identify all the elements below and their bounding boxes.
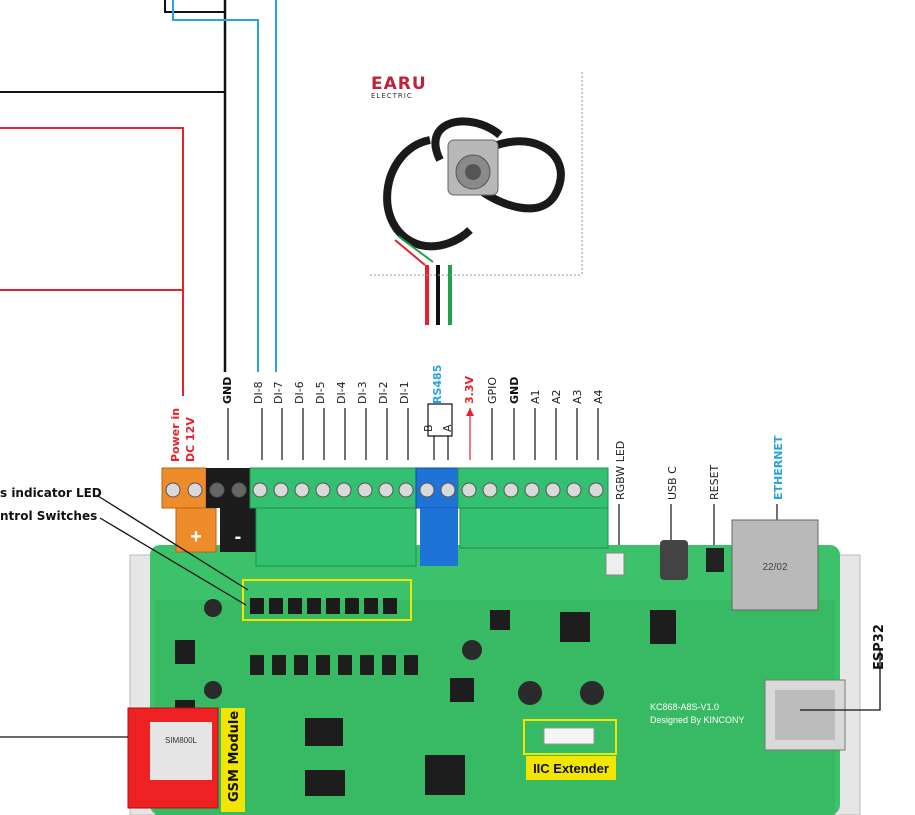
label-di-4: DI-4 (335, 381, 348, 404)
label-ethernet: ETHERNET (772, 435, 785, 500)
label-a2: A2 (550, 389, 563, 404)
switch-leader (99, 517, 247, 606)
label-di-8: DI-8 (252, 381, 265, 404)
label-gpio: GPIO (486, 377, 499, 404)
brand-logo: EARU ELECTRIC (371, 74, 441, 100)
callout-switches: ntrol Switches (0, 509, 98, 523)
switch-highlight (242, 579, 412, 621)
power-label-line1: Power in (169, 408, 182, 462)
wires (0, 0, 452, 396)
board-designer: Designed By KINCONY (650, 715, 745, 725)
label-a3: A3 (571, 389, 584, 404)
label-a4: A4 (592, 389, 605, 404)
power-plus: + (190, 526, 202, 548)
label-leaders (227, 403, 778, 552)
brand-sub: ELECTRIC (371, 92, 413, 100)
iic-label: IIC Extender (533, 761, 609, 776)
iic-label-box (526, 756, 616, 780)
iic-highlight (523, 719, 617, 755)
board-model: KC868-A8S-V1.0 (650, 702, 719, 712)
terminal-screws (165, 482, 604, 498)
label-di-3: DI-3 (356, 381, 369, 404)
indicator-leader (97, 495, 249, 591)
label-di-2: DI-2 (377, 381, 390, 404)
callout-indicator: s indicator LED (0, 486, 102, 500)
capacitors (204, 599, 604, 705)
label-rgbw: RGBW LED (614, 441, 627, 500)
gsm-label: GSM Module (227, 711, 242, 802)
ethernet-code: 22/02 (762, 562, 787, 573)
label-a1: A1 (529, 389, 542, 404)
power-minus: - (235, 526, 242, 548)
label-di-1: DI-1 (398, 381, 411, 404)
label-gnd-2: GND (508, 377, 521, 404)
brand-name: EARU (371, 74, 427, 94)
rgbw-led (605, 552, 625, 576)
callout-esp32: ESP32 (872, 624, 887, 670)
pressure-sensor (370, 72, 583, 276)
usb-port (660, 540, 688, 580)
label-rs485: RS485 (431, 365, 444, 404)
label-3v3: 3.3V (463, 376, 476, 404)
label-rs485-a: A (441, 424, 454, 432)
label-di-6: DI-6 (293, 381, 306, 404)
power-label: Power in DC 12V (169, 408, 197, 462)
terminal-labels: GND DI-8 DI-7 DI-6 DI-5 DI-4 DI-3 DI-2 D… (221, 365, 785, 500)
gsm-label-box (221, 708, 245, 812)
control-switches (250, 598, 397, 614)
label-gnd: GND (221, 377, 234, 404)
gsm-chip: SIM800L (165, 736, 198, 745)
label-usb: USB C (666, 466, 679, 500)
label-reset: RESET (708, 464, 721, 500)
ethernet-port (731, 519, 819, 611)
power-label-line2: DC 12V (184, 417, 197, 462)
label-di-5: DI-5 (314, 381, 327, 404)
reset-button (706, 548, 724, 572)
label-di-7: DI-7 (272, 381, 285, 404)
